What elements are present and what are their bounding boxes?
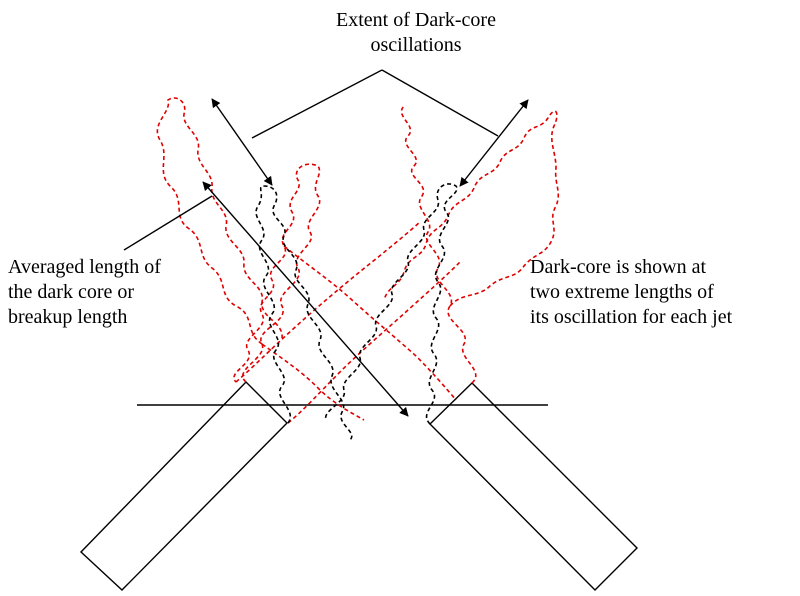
long-dark-core-cross-lines xyxy=(235,221,461,424)
averaged-label-line-2: the dark core or xyxy=(8,281,135,303)
averaged-label-line-1: Averaged length of xyxy=(8,256,161,278)
extent-arrow-left xyxy=(211,98,273,186)
averaged-leader xyxy=(123,195,213,251)
breakup-length-arrow xyxy=(202,181,409,417)
long-dark-core-outline-left-jet xyxy=(233,163,321,383)
short-dark-core-outline-left-jet xyxy=(255,185,353,441)
extent-leader-right xyxy=(381,69,499,137)
extent-of-oscillations-label: Extent of Dark-core oscillations xyxy=(306,8,526,58)
extent-arrow-right xyxy=(459,99,529,187)
averaged-length-label: Averaged length of the dark core or brea… xyxy=(8,255,161,330)
long-dark-core-tip-right-jet xyxy=(383,110,560,307)
long-dark-core-outline-right-jet xyxy=(400,105,477,384)
dark-core-label-line-1: Dark-core is shown at xyxy=(530,256,707,278)
averaged-label-line-3: breakup length xyxy=(8,306,128,328)
left-jet-nozzle xyxy=(79,381,288,591)
dark-core-extremes-label: Dark-core is shown at two extreme length… xyxy=(530,255,732,330)
extent-label-line-1: Extent of Dark-core xyxy=(336,9,496,31)
short-dark-core-outline-right-jet xyxy=(324,183,458,425)
extent-label-line-2: oscillations xyxy=(370,34,462,56)
long-dark-core-tip-left-jet xyxy=(156,97,283,345)
extent-leader-left xyxy=(251,69,383,139)
right-jet-nozzle xyxy=(429,382,638,591)
dark-core-label-line-3: its oscillation for each jet xyxy=(530,306,733,328)
dark-core-label-line-2: two extreme lengths of xyxy=(530,281,714,303)
